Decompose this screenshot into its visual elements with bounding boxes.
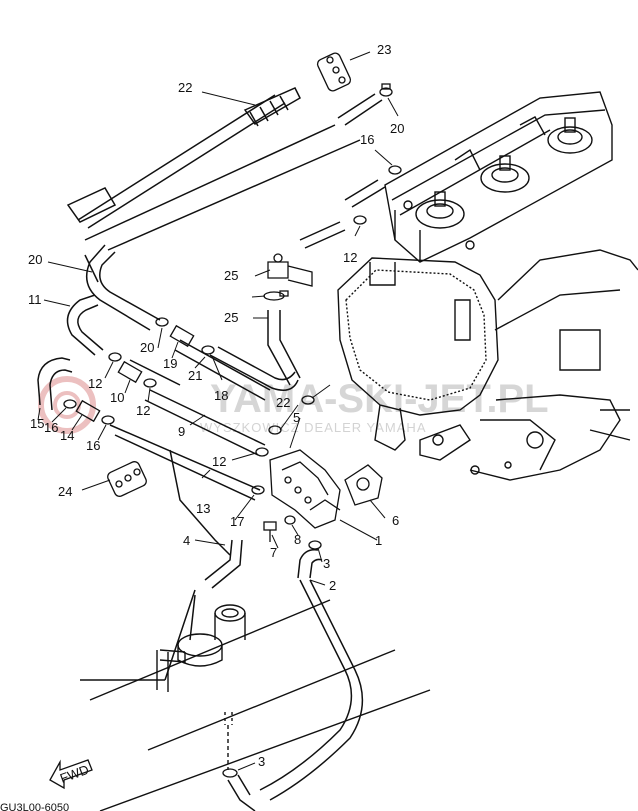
callout-12: 12 xyxy=(88,376,102,391)
clip-20-mid xyxy=(155,317,169,327)
hose-17 xyxy=(209,346,299,391)
callout-19: 20 xyxy=(28,252,42,267)
hose-9 xyxy=(144,389,266,456)
callout-23: 25 xyxy=(224,268,238,283)
thermostat-housing xyxy=(269,449,341,529)
callout-16: 16 xyxy=(44,420,58,435)
clip-12-left xyxy=(108,352,122,362)
callout-12: 12 xyxy=(212,454,226,469)
callout-11: 11 xyxy=(28,292,42,307)
callout-21: 22 xyxy=(178,80,192,95)
callout-13: 13 xyxy=(196,501,210,516)
callout-2: 2 xyxy=(329,578,336,593)
components xyxy=(49,52,402,790)
clip-20-right xyxy=(201,345,215,355)
callout-16: 16 xyxy=(86,438,100,453)
clip-12-top xyxy=(353,215,367,225)
clip-20-low xyxy=(268,425,282,435)
callout-14: 14 xyxy=(60,428,74,443)
callout-9: 9 xyxy=(178,424,185,439)
callout-3: 3 xyxy=(258,754,265,769)
callout-7: 7 xyxy=(270,545,277,560)
clip-16-mid xyxy=(101,415,115,425)
hose-2 xyxy=(297,548,323,579)
callout-24: 25 xyxy=(224,310,238,325)
callout-1: 1 xyxy=(375,533,382,548)
cam-bore-3 xyxy=(415,191,465,229)
hose-13 xyxy=(109,424,261,501)
washer-8 xyxy=(284,515,296,525)
watermark-logo xyxy=(38,376,96,434)
tank xyxy=(89,599,431,811)
cam-bore-1 xyxy=(547,117,593,154)
hose-11 xyxy=(66,294,104,356)
watermark-subtext: WYSZKOWICZ DEALER YAMAHA xyxy=(200,420,427,435)
rubber-grommet-left xyxy=(107,461,147,497)
joint-14 xyxy=(75,399,101,423)
callout-16: 17 xyxy=(230,514,244,529)
clip-12-low xyxy=(255,447,269,457)
bolt-7 xyxy=(263,521,277,542)
clip-20-top xyxy=(379,83,393,97)
hose-4 xyxy=(204,539,243,589)
hose-24 xyxy=(267,310,301,386)
callout-22: 24 xyxy=(58,484,72,499)
clamp-25 xyxy=(263,290,289,301)
clip-3-low xyxy=(222,768,238,778)
callout-20: 22 xyxy=(276,395,290,410)
joint-18 xyxy=(169,324,195,348)
callout-12: 12 xyxy=(343,250,357,265)
callout-17: 18 xyxy=(214,388,228,403)
clip-16-top xyxy=(388,165,402,175)
filler-neck xyxy=(214,604,246,622)
clip-12-mid xyxy=(143,378,157,388)
hoses xyxy=(37,87,386,811)
clip-16-left xyxy=(63,399,77,409)
clip-16-low xyxy=(251,485,265,495)
clip-3-mid xyxy=(308,540,322,550)
callout-22: 23 xyxy=(377,42,391,57)
gasket-6 xyxy=(344,464,383,506)
fwd-label: FWD xyxy=(58,762,91,786)
leader-lines xyxy=(37,51,399,771)
callout-20: 20 xyxy=(140,340,154,355)
callout-4: 4 xyxy=(183,533,190,548)
callout-16: 16 xyxy=(360,132,374,147)
callout-3: 3 xyxy=(323,556,330,571)
hose-15 xyxy=(37,357,73,411)
sensor-23 xyxy=(267,253,313,287)
callout-12: 12 xyxy=(136,403,150,418)
hose-19 xyxy=(85,244,161,331)
callout-5: 5 xyxy=(293,410,300,425)
drawing-code: GU3L00-6050 xyxy=(0,802,69,811)
callout-6: 6 xyxy=(392,513,399,528)
clip-25-right xyxy=(301,395,315,405)
fwd-arrow xyxy=(49,759,93,790)
rubber-grommet-top xyxy=(316,52,352,92)
callout-15: 15 xyxy=(30,416,44,431)
callout-8: 8 xyxy=(294,532,301,547)
engine-block xyxy=(337,249,638,481)
joint-10 xyxy=(117,360,143,384)
spiral-hose xyxy=(66,87,301,229)
cylinder-head xyxy=(384,91,613,263)
cam-bore-2 xyxy=(480,155,530,193)
callout-20: 21 xyxy=(188,368,202,383)
callout-10: 10 xyxy=(110,390,124,405)
callout-18: 19 xyxy=(163,356,177,371)
callout-20: 20 xyxy=(390,121,404,136)
